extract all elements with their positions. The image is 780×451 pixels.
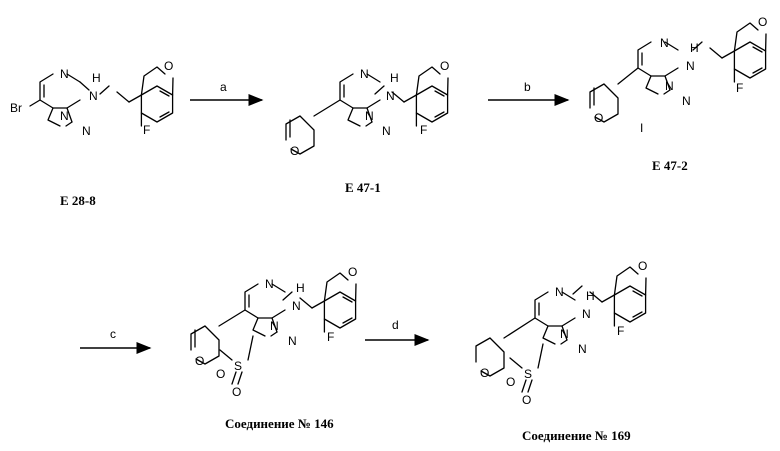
- svg-text:S: S: [524, 367, 532, 381]
- svg-text:O: O: [522, 393, 531, 407]
- reaction-arrow-a: a: [190, 80, 262, 100]
- svg-text:O: O: [164, 59, 173, 73]
- svg-text:O: O: [232, 385, 241, 399]
- svg-text:N: N: [292, 299, 301, 313]
- svg-text:c: c: [110, 327, 116, 341]
- svg-text:N: N: [82, 124, 91, 138]
- svg-text:F: F: [617, 324, 624, 338]
- svg-text:E 28-8: E 28-8: [60, 193, 96, 208]
- svg-text:O: O: [506, 375, 515, 389]
- reaction-arrow-d: d: [365, 318, 428, 340]
- svg-text:H: H: [296, 281, 305, 295]
- svg-text:O: O: [480, 366, 489, 380]
- svg-text:Br: Br: [10, 101, 22, 115]
- svg-text:F: F: [420, 123, 427, 137]
- reaction-arrow-c: c: [80, 327, 150, 348]
- svg-text:O: O: [594, 111, 603, 125]
- svg-text:N: N: [386, 89, 395, 103]
- compound-E47-2: N N H N N I O F O E 47-2: [590, 15, 767, 173]
- compound-E28-8: Br N N H N N F O E 28-8: [10, 59, 173, 208]
- svg-text:E 47-2: E 47-2: [652, 158, 688, 173]
- svg-text:S: S: [234, 359, 242, 373]
- svg-text:N: N: [89, 89, 98, 103]
- svg-text:F: F: [143, 123, 150, 137]
- svg-text:N: N: [686, 59, 695, 73]
- svg-text:H: H: [92, 71, 101, 85]
- svg-text:F: F: [327, 330, 334, 344]
- svg-text:N: N: [365, 109, 374, 123]
- svg-text:O: O: [290, 144, 299, 158]
- svg-text:O: O: [195, 354, 204, 368]
- svg-text:N: N: [555, 285, 564, 299]
- svg-text:O: O: [348, 265, 357, 279]
- svg-text:I: I: [640, 121, 643, 135]
- svg-text:N: N: [578, 342, 587, 356]
- svg-text:N: N: [60, 67, 69, 81]
- svg-text:N: N: [665, 79, 674, 93]
- svg-text:N: N: [270, 319, 279, 333]
- svg-text:N: N: [560, 327, 569, 341]
- svg-text:H: H: [390, 71, 399, 85]
- reaction-arrow-b: b: [488, 80, 568, 100]
- svg-text:N: N: [60, 109, 69, 123]
- svg-text:H: H: [690, 41, 699, 55]
- svg-text:N: N: [682, 94, 691, 108]
- svg-text:O: O: [440, 59, 449, 73]
- svg-text:d: d: [392, 318, 399, 332]
- svg-text:N: N: [360, 67, 369, 81]
- svg-text:N: N: [382, 124, 391, 138]
- svg-text:N: N: [265, 277, 274, 291]
- svg-text:O: O: [216, 367, 225, 381]
- svg-text:N: N: [288, 334, 297, 348]
- svg-text:Соединение № 169: Соединение № 169: [522, 428, 631, 443]
- compound-146: N N H N N S O O O F O Соединение № 146: [191, 265, 357, 431]
- svg-text:H: H: [586, 289, 595, 303]
- compound-169: N N H N N S O O O F O Соединение № 169: [476, 259, 647, 443]
- compound-E47-1: N N H N N O F O E 47-1: [286, 59, 449, 195]
- svg-text:F: F: [736, 81, 743, 95]
- svg-text:a: a: [220, 80, 227, 94]
- svg-text:N: N: [582, 307, 591, 321]
- svg-text:E 47-1: E 47-1: [345, 180, 381, 195]
- svg-text:Соединение № 146: Соединение № 146: [225, 416, 334, 431]
- svg-text:O: O: [758, 15, 767, 29]
- svg-text:O: O: [638, 259, 647, 273]
- svg-text:b: b: [524, 80, 531, 94]
- svg-text:N: N: [660, 36, 669, 50]
